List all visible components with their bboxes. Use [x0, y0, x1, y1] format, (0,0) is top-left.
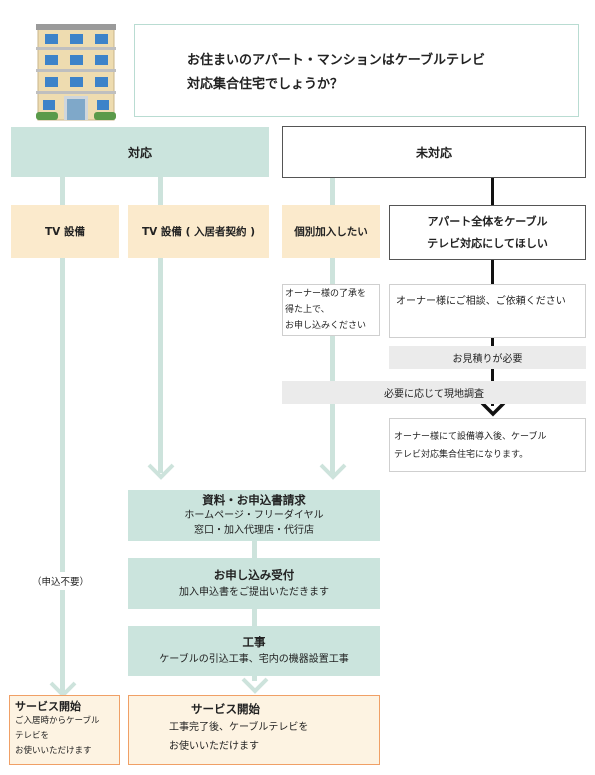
- receipt-step-line1: 加入申込書をご提出いただきます: [179, 586, 329, 598]
- no-application-note: （申込不要）: [32, 572, 90, 590]
- owner-consent-line1: オーナー様の了承を: [285, 289, 367, 299]
- service-start-main: サービス開始 工事完了後、ケーブルテレビを お使いいただけます: [128, 695, 380, 765]
- individual-subscription-box: 個別加入したい: [282, 205, 380, 258]
- request-step-line2: 窓口・加入代理店・代行店: [194, 525, 314, 536]
- connector-line: [60, 258, 65, 692]
- service-start-main-line2: お使いいただけます: [169, 741, 259, 752]
- whole-building-box: アパート全体をケーブル テレビ対応にしてほしい: [389, 205, 586, 260]
- service-start-left-line2: テレビを: [15, 731, 50, 741]
- connector-line: [60, 177, 65, 205]
- receipt-step: お申し込み受付 加入申込書をご提出いただきます: [128, 558, 380, 609]
- service-start-left: サービス開始 ご入居時からケーブル テレビを お使いいただけます: [9, 695, 120, 765]
- service-start-left-line3: お使いいただけます: [15, 746, 92, 756]
- service-start-main-title: サービス開始: [191, 702, 260, 716]
- whole-building-line2: テレビ対応にしてほしい: [427, 236, 548, 250]
- connector-line: [158, 258, 163, 473]
- after-install-line1: オーナー様にて設備導入後、ケーブル: [394, 432, 547, 442]
- request-step: 資料・お申込書請求 ホームページ・フリーダイヤル 窓口・加入代理店・代行店: [128, 490, 380, 541]
- after-install-note: オーナー様にて設備導入後、ケーブル テレビ対応集合住宅になります。: [389, 418, 586, 472]
- consult-owner-note: オーナー様にご相談、ご依頼ください: [389, 284, 586, 338]
- estimate-note: お見積りが必要: [389, 346, 586, 369]
- service-start-left-line1: ご入居時からケーブル: [15, 716, 100, 726]
- whole-building-line1: アパート全体をケーブル: [427, 214, 548, 228]
- owner-consent-note: オーナー様の了承を 得た上で、 お申し込みください: [282, 284, 380, 336]
- owner-consent-line2: 得た上で、: [285, 305, 330, 315]
- tv-equipment-box: TV 設備: [11, 205, 119, 258]
- down-arrow-icon: [480, 401, 506, 417]
- owner-consent-line3: お申し込みください: [285, 321, 367, 331]
- down-arrow-icon: [241, 677, 269, 694]
- connector-line: [330, 336, 335, 474]
- building-icon: [36, 24, 116, 121]
- unsupported-header: 未対応: [282, 126, 586, 178]
- supported-header: 対応: [11, 127, 269, 177]
- after-install-line2: テレビ対応集合住宅になります。: [394, 450, 529, 460]
- work-step-line1: ケーブルの引込工事、宅内の機器設置工事: [159, 654, 349, 665]
- connector-line: [491, 260, 494, 284]
- connector-line: [252, 541, 257, 681]
- question-line1: お住まいのアパート・マンションはケーブルテレビ: [187, 53, 485, 68]
- connector-line: [330, 178, 335, 205]
- connector-line: [330, 258, 335, 285]
- work-step: 工事 ケーブルの引込工事、宅内の機器設置工事: [128, 626, 380, 676]
- connector-line: [491, 178, 494, 205]
- service-start-left-title: サービス開始: [15, 700, 81, 713]
- question-line2: 対応集合住宅でしょうか？: [187, 77, 344, 92]
- tv-equipment-contract-box: TV 設備 ( 入居者契約 ): [128, 205, 269, 258]
- survey-note: 必要に応じて現地調査: [282, 381, 586, 404]
- work-step-title: 工事: [242, 635, 266, 649]
- request-step-title: 資料・お申込書請求: [202, 493, 306, 507]
- connector-line: [491, 338, 494, 406]
- question-box: お住まいのアパート・マンションはケーブルテレビ 対応集合住宅でしょうか？: [134, 24, 579, 117]
- service-start-main-line1: 工事完了後、ケーブルテレビを: [169, 722, 309, 733]
- down-arrow-icon: [147, 463, 175, 480]
- down-arrow-icon: [319, 463, 347, 480]
- receipt-step-title: お申し込み受付: [213, 567, 295, 582]
- request-step-line1: ホームページ・フリーダイヤル: [184, 510, 324, 521]
- connector-line: [158, 177, 163, 205]
